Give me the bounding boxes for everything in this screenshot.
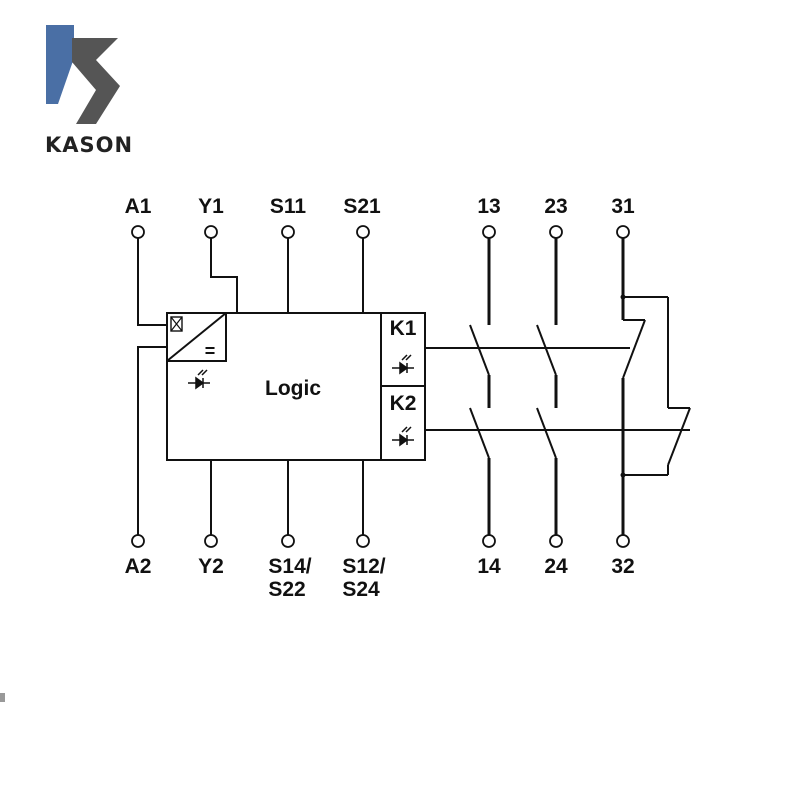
dc-symbol: = [205,341,216,361]
logo-blue-shape [46,25,74,104]
terminal-label-13: 13 [477,195,500,218]
terminal-label-31: 31 [611,195,635,218]
junction-dot-bottom [620,472,626,478]
junction-dot-top [620,294,626,300]
terminal-s21 [356,225,370,239]
terminal-label-s24: S24 [342,578,380,601]
terminal-label-23: 23 [544,195,567,218]
ac-symbol-icon [170,316,183,332]
k2-led-icon [392,426,414,447]
terminal-s12-s24 [356,534,370,548]
logo-gray-chevron [72,38,120,124]
wire-a2 [137,346,167,535]
logo-text: KASON [45,133,133,157]
terminal-y1 [204,225,218,239]
wire-y1 [210,238,238,313]
power-led-icon [188,369,210,390]
terminal-24 [549,534,563,548]
kason-logo: KASON [45,25,133,157]
terminal-label-y2: Y2 [198,555,224,578]
logic-label: Logic [265,377,321,400]
contact-13-14 [469,238,491,535]
k1-led-icon [392,354,414,375]
terminal-label-s21: S21 [343,195,381,218]
terminal-a1 [131,225,145,239]
terminal-label-a2: A2 [125,555,152,578]
terminal-label-s12: S12/ [342,555,385,578]
terminal-32 [616,534,630,548]
terminal-label-32: 32 [611,555,634,578]
terminal-label-24: 24 [544,555,568,578]
edge-mark [0,693,5,702]
terminal-label-s11: S11 [270,195,307,218]
contact-31-32 [620,238,691,535]
relay-label-k1: K1 [390,317,417,340]
terminal-a2 [131,534,145,548]
terminal-31 [616,225,630,239]
terminal-13 [482,225,496,239]
relay-label-k2: K2 [390,392,417,415]
ac-symbol-cross-b [170,316,183,332]
terminal-14 [482,534,496,548]
terminal-label-y1: Y1 [198,195,224,218]
terminal-s14-s22 [281,534,295,548]
terminal-label-s14: S14/ [268,555,311,578]
contact-23-24 [536,238,558,535]
terminal-s11 [281,225,295,239]
terminal-label-s22: S22 [268,578,305,601]
wire-a1 [137,238,167,326]
terminal-label-a1: A1 [125,195,152,218]
terminal-23 [549,225,563,239]
terminal-y2 [204,534,218,548]
power-converter-box [166,312,227,362]
converter-diagonal [166,312,227,362]
terminal-label-14: 14 [477,555,501,578]
